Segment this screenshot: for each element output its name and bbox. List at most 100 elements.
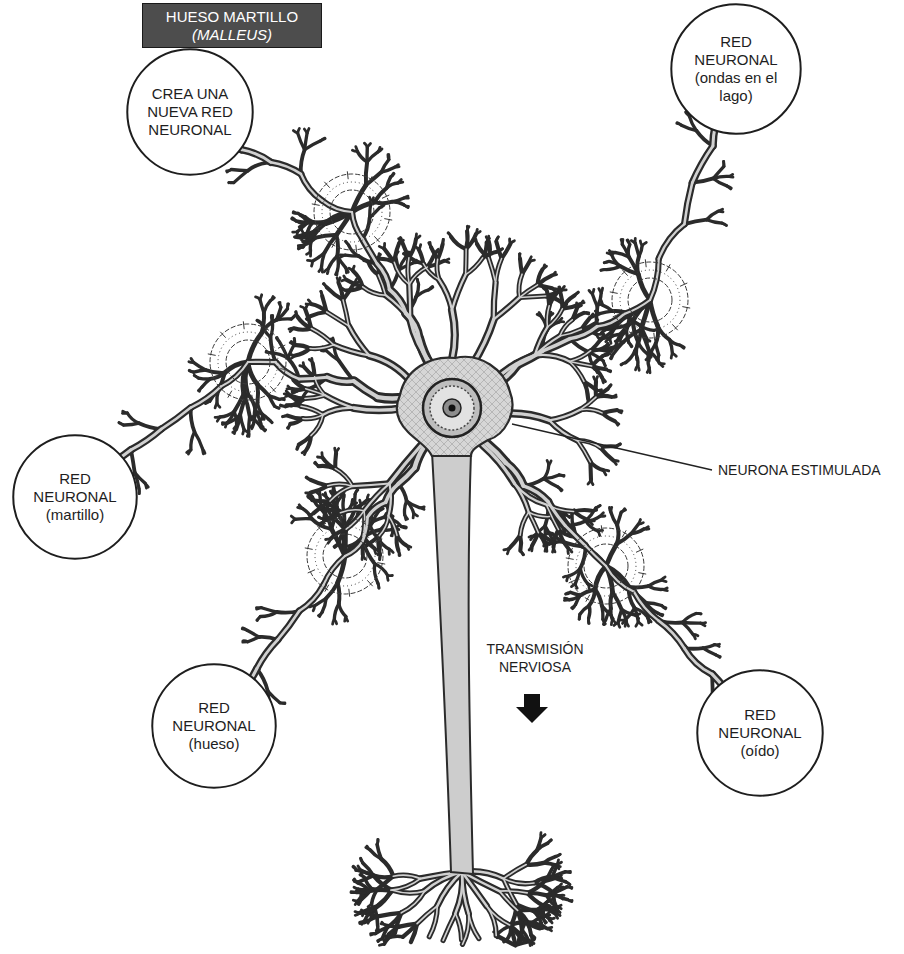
synapse-tick xyxy=(220,332,225,338)
dendrite-branch xyxy=(466,234,476,249)
dendrite-core xyxy=(131,429,161,450)
dendrite-branch xyxy=(198,387,202,391)
node-text: RED NEURONAL(hueso) xyxy=(167,699,261,753)
synapse-tick xyxy=(645,259,647,267)
dendrite-branch xyxy=(370,208,380,218)
dendrite-core xyxy=(515,484,529,513)
dendrite-branch xyxy=(283,416,288,417)
dendrite-branch xyxy=(621,240,622,245)
dendrite-branch xyxy=(301,406,323,414)
dendrite-branch xyxy=(369,356,411,383)
dendrite-core xyxy=(560,329,582,336)
dendrite-branch xyxy=(556,854,560,856)
dendrite-core xyxy=(659,621,685,649)
dendrite-branch xyxy=(541,835,545,838)
dendrite-branch xyxy=(543,266,547,269)
dendrite-branch xyxy=(279,303,281,308)
dendrite-branch xyxy=(551,866,553,870)
dendrite-branch xyxy=(621,239,624,244)
dendrite-branch xyxy=(353,899,358,902)
dendrite-branch xyxy=(610,253,615,254)
dendrite-branch xyxy=(296,312,297,317)
synapse-tick xyxy=(211,376,218,379)
dendrite-branch xyxy=(557,909,560,913)
dendrite-branch xyxy=(365,889,378,893)
dendrite-branch xyxy=(543,288,547,291)
dendrite-branch xyxy=(305,217,313,222)
dendrite-branch xyxy=(494,297,520,319)
dendrite-branch xyxy=(584,381,588,398)
dendrite-branch xyxy=(327,377,354,381)
dendrite-branch xyxy=(275,406,280,408)
dendrite-branch xyxy=(335,270,338,275)
dendrite-core xyxy=(248,361,276,363)
dendrite-core xyxy=(452,310,455,360)
dendrite-branch xyxy=(291,516,295,519)
dendrite-branch xyxy=(715,643,720,646)
dendrite-branch xyxy=(601,334,604,338)
dendrite-branch xyxy=(600,515,605,518)
dendrite-branch xyxy=(333,488,335,493)
dendrite-branch xyxy=(544,479,558,487)
dendrite-core xyxy=(343,300,349,326)
dendrite-branch xyxy=(564,598,569,601)
dendrite-branch xyxy=(429,243,431,248)
dendrite-branch xyxy=(559,287,561,292)
synapse-ring xyxy=(576,536,636,596)
dendrite-branch xyxy=(620,331,626,340)
circle-border xyxy=(671,4,800,133)
dendrite-branch xyxy=(504,939,508,942)
dendrite-branch xyxy=(215,416,220,419)
dendrite-branch xyxy=(352,212,362,239)
dendrite-branch xyxy=(586,546,607,566)
dendrite-branch xyxy=(377,840,378,845)
dendrite-branch xyxy=(338,283,343,300)
dendrite-branch xyxy=(559,473,564,476)
dendrite-branch xyxy=(363,555,365,559)
dendrite-branch xyxy=(575,292,579,295)
circle-border xyxy=(13,435,136,558)
leader-line xyxy=(512,424,712,470)
dendrite-branch xyxy=(496,242,501,259)
dendrite-branch xyxy=(552,877,566,882)
dendrite-core xyxy=(335,469,352,487)
dendrite-branch xyxy=(247,432,250,437)
dendrite-branch xyxy=(229,181,234,184)
dendrite-branch xyxy=(537,843,548,850)
dendrite-branch xyxy=(306,491,311,494)
dendrite-branch xyxy=(573,605,576,609)
dendrite-branch xyxy=(280,701,285,705)
dendrite-branch xyxy=(604,347,609,348)
dendrite-branch xyxy=(279,398,284,401)
circle-border xyxy=(127,49,252,174)
dendrite-core xyxy=(515,484,547,505)
dendrite-branch xyxy=(548,532,553,534)
dendrite-branch xyxy=(603,619,605,624)
dendrite-branch xyxy=(558,287,562,292)
dendrite-branch xyxy=(404,501,406,515)
dendrite-branch xyxy=(408,258,409,285)
dendrite-branch xyxy=(257,617,260,621)
synapse-tick xyxy=(636,549,643,552)
dendrite-branch xyxy=(629,343,632,347)
dendrite-branch xyxy=(535,355,570,362)
dendrite-branch xyxy=(568,568,580,576)
dendrite-branch xyxy=(622,244,629,257)
dendrite-branch xyxy=(289,327,294,331)
dendrite-branch xyxy=(611,395,616,398)
dendrite-branch xyxy=(375,549,379,552)
dendrite-core xyxy=(310,345,334,349)
node-heading: RED NEURONAL xyxy=(689,33,783,69)
dendrite-branch xyxy=(191,387,221,408)
dendrite-branch xyxy=(650,259,659,300)
dendrite-branch xyxy=(409,284,410,319)
dendrite-branch xyxy=(604,469,609,473)
dendrite-branch xyxy=(277,317,292,321)
dendrite-branch xyxy=(529,536,534,537)
dendrite-branch xyxy=(648,368,652,373)
dendrite-branch xyxy=(662,606,666,609)
dendrite-core xyxy=(546,505,573,512)
dendrite-branch xyxy=(496,237,498,242)
dendrite-branch xyxy=(615,340,620,342)
dendrite-branch xyxy=(562,527,564,532)
